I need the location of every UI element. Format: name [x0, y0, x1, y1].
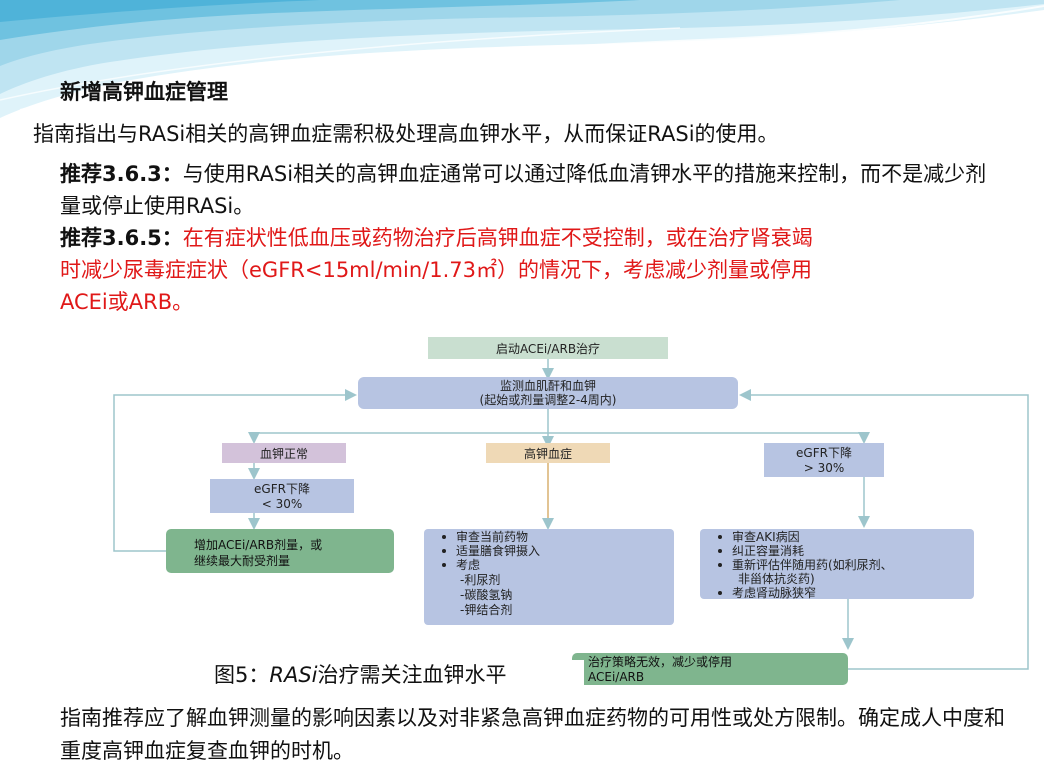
- recommendation-365-line1: 在有症状性低血压或药物治疗后高钾血症不受控制，或在治疗肾衰竭: [182, 226, 813, 250]
- egfr-drop-lt30-line2: < 30%: [262, 497, 303, 511]
- figure-caption-prefix: 图5：: [214, 663, 270, 687]
- recommendation-365-line3: ACEi或ARB。: [60, 290, 194, 314]
- right-item-3: 重新评估伴随用药(如利尿剂、: [732, 557, 893, 572]
- recommendation-365-line2: 时减少尿毒症症状（eGFR<15ml/min/1.73㎡）的情况下，考虑减少剂量…: [60, 258, 812, 282]
- figure-caption-rest: 治疗需关注血钾水平: [317, 663, 507, 687]
- recommendation-363-text: 与使用RASi相关的高钾血症通常可以通过降低血清钾水平的措施来控制，而不是减少剂…: [60, 162, 987, 218]
- monitor-box: 监测血肌酐和血钾 (起始或剂量调整2-4周内): [358, 377, 738, 409]
- hyperkalemia-box: 高钾血症: [486, 443, 610, 463]
- hyperkalemia-actions-box: 审查当前药物 适量膳食钾摄入 考虑 -利尿剂 -碳酸氢钠 -钾结合剂: [424, 529, 674, 625]
- right-item-3-cont: 非甾体抗炎药): [738, 571, 815, 586]
- flowchart-connectors: [113, 359, 1029, 670]
- egfr-drop-lt30-box: eGFR下降 < 30%: [210, 479, 354, 513]
- middle-subitem-2: -碳酸氢钠: [460, 587, 512, 602]
- monitor-label-line1: 监测血肌酐和血钾: [500, 379, 596, 393]
- middle-item-1: 审查当前药物: [456, 529, 528, 544]
- middle-item-2: 适量膳食钾摄入: [456, 543, 540, 558]
- increase-dose-line1: 增加ACEi/ARB剂量，或: [194, 537, 322, 552]
- normal-potassium-box: 血钾正常: [222, 443, 346, 463]
- start-therapy-label: 启动ACEi/ARB治疗: [496, 342, 600, 356]
- hyperkalemia-label: 高钾血症: [524, 446, 572, 461]
- egfr-drop-gt30-line2: > 30%: [804, 461, 845, 475]
- start-therapy-box: 启动ACEi/ARB治疗: [428, 337, 668, 359]
- reduce-or-stop-box: 治疗策略无效，减少或停用 ACEi/ARB: [572, 653, 848, 685]
- figure-caption: 图5：RASi治疗需关注血钾水平: [212, 660, 584, 690]
- right-item-4: 考虑肾动脉狭窄: [732, 585, 816, 600]
- recommendation-363-label: 推荐3.6.3：: [60, 162, 183, 186]
- increase-dose-box: 增加ACEi/ARB剂量，或 继续最大耐受剂量: [166, 529, 394, 573]
- header-wave-decoration: [0, 0, 1044, 118]
- middle-subitem-1: -利尿剂: [460, 572, 500, 587]
- recommendation-363: 推荐3.6.3：与使用RASi相关的高钾血症通常可以通过降低血清钾水平的措施来控…: [60, 158, 1000, 222]
- monitor-label-line2: (起始或剂量调整2-4周内): [480, 392, 617, 407]
- footer-text: 指南推荐应了解血钾测量的影响因素以及对非紧急高钾血症药物的可用性或处方限制。确定…: [60, 706, 1005, 763]
- reduce-or-stop-line1: 治疗策略无效，减少或停用: [588, 654, 732, 669]
- reduce-or-stop-line2: ACEi/ARB: [588, 670, 644, 684]
- middle-item-3: 考虑: [456, 558, 480, 572]
- normal-potassium-label: 血钾正常: [260, 447, 308, 461]
- page-title: 新增高钾血症管理: [60, 79, 228, 104]
- egfr-drop-gt30-box: eGFR下降 > 30%: [764, 443, 884, 477]
- flowchart: 启动ACEi/ARB治疗 监测血肌酐和血钾 (起始或剂量调整2-4周内) 血钾正…: [92, 327, 1036, 685]
- recommendation-365-label: 推荐3.6.5：: [60, 226, 183, 250]
- right-item-2: 纠正容量消耗: [732, 543, 804, 558]
- egfr-drop-gt30-line1: eGFR下降: [796, 446, 852, 460]
- figure-caption-italic: RASi: [269, 663, 318, 687]
- middle-subitem-3: -钾结合剂: [460, 602, 512, 617]
- increase-dose-line2: 继续最大耐受剂量: [194, 553, 290, 568]
- right-item-1: 审查AKI病因: [732, 529, 800, 544]
- intro-text: 指南指出与RASi相关的高钾血症需积极处理高血钾水平，从而保证RASi的使用。: [33, 122, 779, 146]
- egfr-actions-box: 审查AKI病因 纠正容量消耗 重新评估伴随用药(如利尿剂、 非甾体抗炎药) 考虑…: [700, 529, 974, 600]
- egfr-drop-lt30-line1: eGFR下降: [254, 482, 310, 496]
- recommendation-365: 推荐3.6.5：在有症状性低血压或药物治疗后高钾血症不受控制，或在治疗肾衰竭 时…: [60, 222, 1000, 318]
